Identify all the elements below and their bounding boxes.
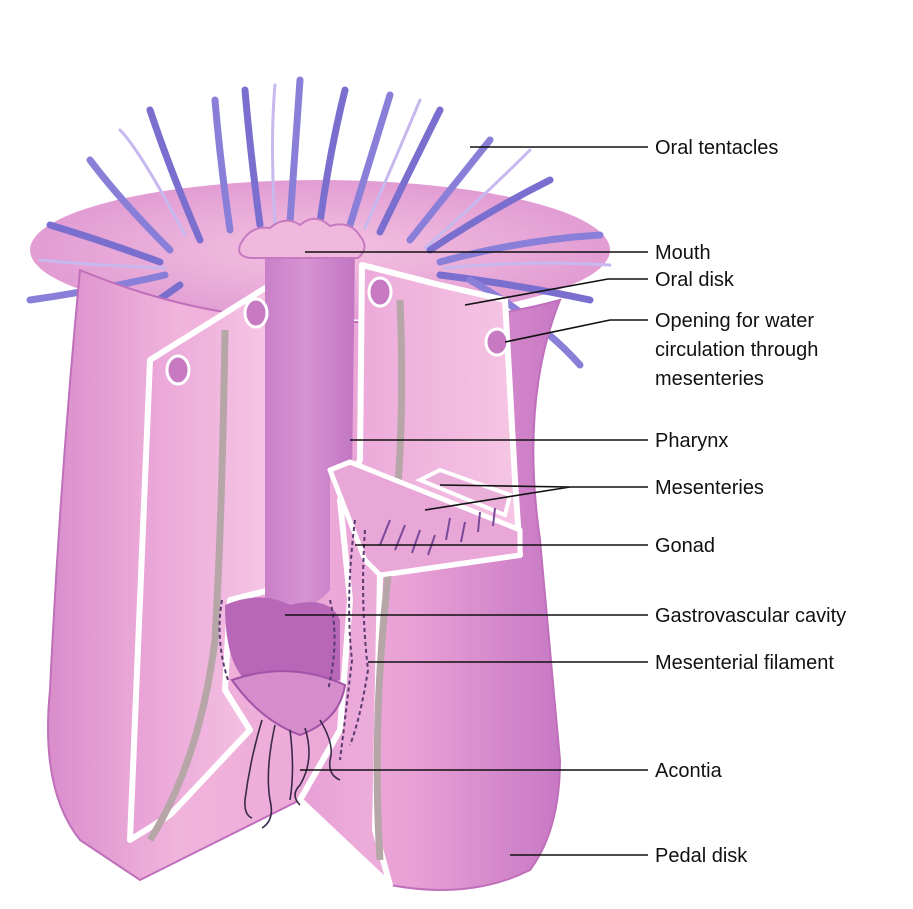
tentacle bbox=[286, 76, 304, 226]
tentacle bbox=[436, 231, 604, 266]
gonad-filament bbox=[218, 599, 229, 681]
gonad-filament bbox=[327, 599, 336, 691]
label-oral-tentacles: Oral tentacles bbox=[655, 137, 778, 159]
label-acontia: Acontia bbox=[655, 760, 723, 782]
gastrovascular-cavity-shape bbox=[225, 597, 340, 685]
leader-mesenteries bbox=[424, 484, 648, 511]
label-pedal-disk: Pedal disk bbox=[655, 845, 748, 867]
label-gonad: Gonad bbox=[655, 535, 715, 557]
tentacle bbox=[406, 136, 494, 244]
mesentery-ridge bbox=[445, 517, 451, 541]
mesentery-ridge bbox=[379, 519, 391, 546]
mesentery-shelf bbox=[327, 459, 523, 578]
tentacle bbox=[118, 128, 187, 237]
label-opening-line2: circulation through bbox=[655, 339, 818, 361]
tentacle bbox=[443, 261, 612, 270]
mesenterial-filament bbox=[339, 519, 356, 761]
tentacle bbox=[211, 96, 234, 234]
label-oral-disk: Oral disk bbox=[655, 269, 735, 291]
mesentery-ridge bbox=[460, 521, 466, 543]
label-mouth: Mouth bbox=[655, 242, 711, 264]
mesentery-ridge bbox=[492, 507, 496, 527]
tentacle bbox=[86, 156, 174, 254]
tentacle bbox=[241, 86, 264, 229]
tentacle bbox=[376, 106, 444, 236]
mesenterial-filament bbox=[349, 529, 370, 746]
tentacle bbox=[38, 258, 167, 270]
label-mesenteries: Mesenteries bbox=[655, 477, 764, 499]
label-opening-line1: Opening for water bbox=[655, 310, 814, 332]
mesentery-ridge bbox=[411, 529, 421, 554]
pharynx-shape bbox=[255, 240, 355, 608]
tentacle bbox=[346, 91, 394, 229]
tentacle bbox=[423, 148, 532, 250]
mesenteries-group bbox=[327, 459, 523, 578]
acontia-threads bbox=[244, 719, 341, 829]
leader-lines bbox=[285, 146, 648, 856]
acontium bbox=[244, 719, 263, 819]
tentacle bbox=[363, 98, 422, 230]
acontium bbox=[261, 724, 276, 829]
leader-oral-disk bbox=[464, 278, 648, 306]
opening-hole bbox=[484, 327, 510, 357]
label-gastrovascular-cavity: Gastrovascular cavity bbox=[655, 605, 846, 627]
filament-beads bbox=[218, 519, 370, 761]
tentacle bbox=[316, 86, 349, 226]
acontium bbox=[319, 719, 341, 781]
label-opening-line3: mesenteries bbox=[655, 368, 764, 390]
mesentery-ridge bbox=[394, 524, 406, 551]
tentacle bbox=[436, 271, 594, 304]
mesentery-ridge bbox=[477, 511, 481, 533]
opening-hole bbox=[367, 276, 393, 308]
label-pharynx: Pharynx bbox=[655, 430, 728, 452]
acontium bbox=[289, 729, 294, 801]
leader-opening bbox=[504, 319, 648, 343]
tentacle bbox=[146, 106, 204, 244]
mesentery-strip-left bbox=[147, 329, 229, 842]
tentacle bbox=[426, 176, 554, 254]
oral-tentacles-group bbox=[26, 76, 612, 369]
opening-hole bbox=[243, 297, 269, 329]
label-mesenterial-filament: Mesenterial filament bbox=[655, 652, 834, 674]
mesentery-shelf-upper bbox=[415, 467, 513, 518]
mouth-rim bbox=[238, 217, 366, 259]
opening-hole bbox=[165, 354, 191, 386]
tentacle bbox=[271, 83, 277, 224]
tentacle bbox=[46, 221, 164, 266]
cavity-base bbox=[230, 670, 347, 737]
acontium bbox=[294, 727, 310, 806]
